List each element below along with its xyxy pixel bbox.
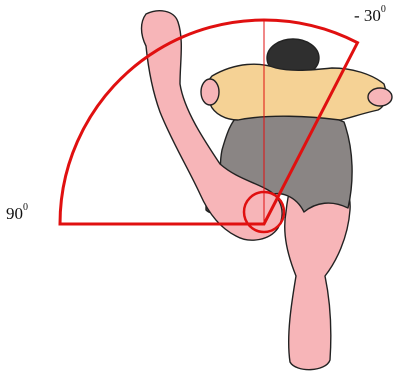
angle-minus-30-degree: 0 — [381, 4, 386, 15]
person-figure — [142, 11, 393, 370]
shirt — [207, 64, 386, 120]
right-hand — [368, 88, 392, 106]
left-hand — [201, 79, 219, 105]
angle-label-minus-30: - 300 — [354, 6, 386, 26]
angle-90-degree: 0 — [23, 202, 28, 213]
angle-label-90: 900 — [6, 204, 28, 224]
angle-minus-30-value: - 30 — [354, 6, 381, 25]
angle-90-value: 90 — [6, 204, 23, 223]
